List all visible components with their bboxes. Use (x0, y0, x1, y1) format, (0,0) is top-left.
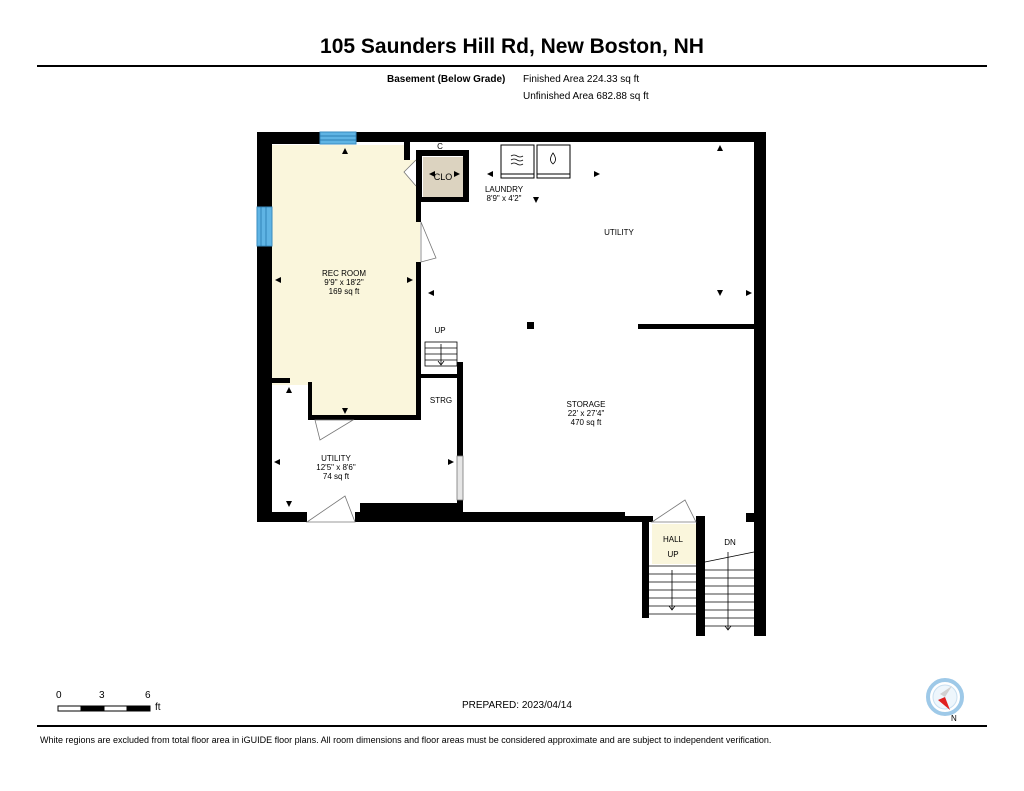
laundry-name: LAUNDRY (484, 185, 524, 194)
window-left (256, 206, 273, 247)
footer-rule (37, 725, 987, 727)
rec-room-fill (272, 145, 420, 418)
laundry-dims: 8'9" x 4'2" (486, 194, 522, 203)
c-label: C (437, 142, 443, 151)
rec-room-label: REC ROOM 9'9" x 18'2" 169 sq ft (312, 269, 376, 296)
scale-bar (57, 705, 151, 712)
hall-fill (652, 524, 696, 564)
utility-top-label: UTILITY (604, 228, 634, 237)
finished-area: Finished Area 224.33 sq ft (523, 74, 640, 85)
hall-up: UP (667, 550, 679, 559)
utility-bottom-label: UTILITY 12'5" x 8'6" 74 sq ft (306, 454, 366, 481)
clo-label: CLO (433, 172, 453, 182)
laundry-label: LAUNDRY 8'9" x 4'2" (477, 185, 531, 203)
footer-disclaimer: White regions are excluded from total fl… (40, 735, 772, 745)
window-lines (260, 135, 356, 246)
level-label: Basement (Below Grade) (387, 74, 506, 85)
window-top (319, 131, 357, 145)
utility-bottom-area: 74 sq ft (322, 472, 350, 481)
utility-bottom-dims: 12'5" x 8'6" (316, 463, 356, 472)
stair-up-small (424, 341, 458, 367)
up-stair-label: UP (434, 326, 446, 335)
storage-dims: 22' x 27'4" (567, 409, 605, 418)
dn-label: DN (724, 538, 736, 547)
storage-label: STORAGE 22' x 27'4" 470 sq ft (556, 400, 616, 427)
rec-room-dims: 9'9" x 18'2" (324, 278, 364, 287)
closet-fill (423, 157, 463, 197)
rec-room-name: REC ROOM (322, 269, 366, 278)
rec-room-area: 169 sq ft (328, 287, 360, 296)
scale-tick-3: 3 (99, 690, 105, 701)
utility-bottom-name: UTILITY (321, 454, 351, 463)
walls (257, 132, 766, 636)
prepared-date: PREPARED: 2023/04/14 (462, 700, 572, 711)
stair-hall (649, 565, 696, 615)
scale-tick-0: 0 (56, 690, 62, 701)
doors (305, 159, 697, 523)
compass-icon (926, 678, 964, 716)
header-rule (37, 65, 987, 67)
hall-name: HALL (662, 535, 683, 544)
strg-label: STRG (429, 396, 453, 405)
scale-tick-6: 6 (145, 690, 151, 701)
storage-area: 470 sq ft (570, 418, 602, 427)
dimension-arrows (274, 145, 752, 507)
scale-unit: ft (155, 702, 161, 713)
unfinished-area: Unfinished Area 682.88 sq ft (523, 91, 649, 102)
stair-down (704, 551, 755, 631)
compass-label: N (951, 714, 957, 723)
storage-name: STORAGE (566, 400, 606, 409)
page-title: 105 Saunders Hill Rd, New Boston, NH (320, 35, 704, 58)
washer-dryer (500, 144, 571, 179)
